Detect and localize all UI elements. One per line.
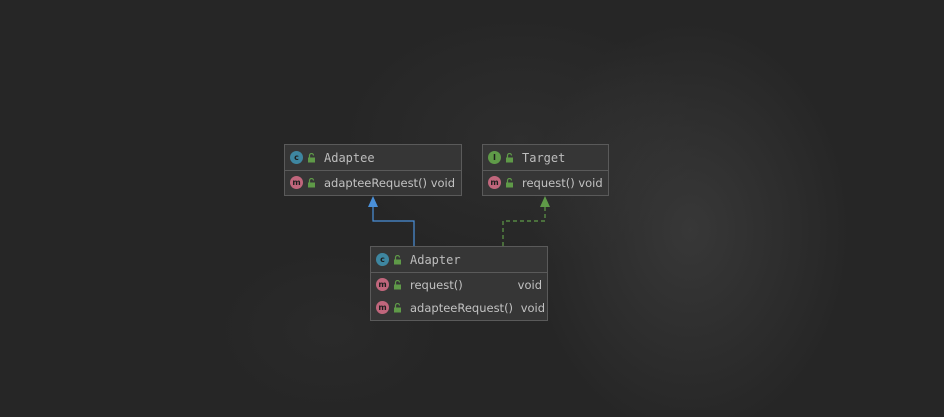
unlocked-public-icon — [394, 302, 401, 312]
method-row[interactable]: m adapteeRequest() void — [371, 296, 547, 319]
class-icon: c — [290, 151, 303, 164]
class-name: Adaptee — [324, 150, 375, 165]
method-name: adapteeRequest() — [410, 300, 514, 315]
unlocked-public-icon — [394, 254, 401, 264]
method-signature: adapteeRequest() void — [324, 175, 456, 190]
unlocked-public-icon — [308, 177, 315, 187]
method-signature: request() void — [410, 278, 547, 292]
class-header-adapter: c Adapter — [371, 247, 547, 273]
class-box-adaptee[interactable]: c Adaptee m adapteeRequest() void — [284, 144, 462, 196]
method-signature: adapteeRequest() void — [410, 301, 545, 315]
interface-name: Target — [522, 150, 566, 165]
method-row[interactable]: m request() void — [483, 171, 608, 194]
realization-arrowhead — [540, 196, 550, 207]
interface-icon: I — [488, 151, 501, 164]
unlocked-public-icon — [506, 152, 513, 162]
unlocked-public-icon — [394, 279, 401, 289]
class-box-adapter[interactable]: c Adapter m request() void m adapteeRequ… — [370, 246, 548, 321]
unlocked-public-icon — [506, 177, 513, 187]
class-name: Adapter — [410, 252, 461, 267]
method-name: request() — [410, 277, 463, 292]
interface-header-target: I Target — [483, 145, 608, 171]
method-row[interactable]: m adapteeRequest() void — [285, 171, 461, 194]
realization-connector[interactable] — [502, 207, 546, 246]
interface-box-target[interactable]: I Target m request() void — [482, 144, 609, 196]
method-row[interactable]: m request() void — [371, 273, 547, 296]
class-header-adaptee: c Adaptee — [285, 145, 461, 171]
method-icon: m — [290, 176, 303, 189]
method-icon: m — [488, 176, 501, 189]
inheritance-connector[interactable] — [372, 207, 415, 246]
method-return-type: void — [520, 300, 546, 315]
method-return-type: void — [517, 277, 542, 292]
unlocked-public-icon — [308, 152, 315, 162]
method-icon: m — [376, 301, 389, 314]
class-icon: c — [376, 253, 389, 266]
inheritance-arrowhead — [368, 196, 378, 207]
method-signature: request() void — [522, 175, 603, 190]
method-icon: m — [376, 278, 389, 291]
